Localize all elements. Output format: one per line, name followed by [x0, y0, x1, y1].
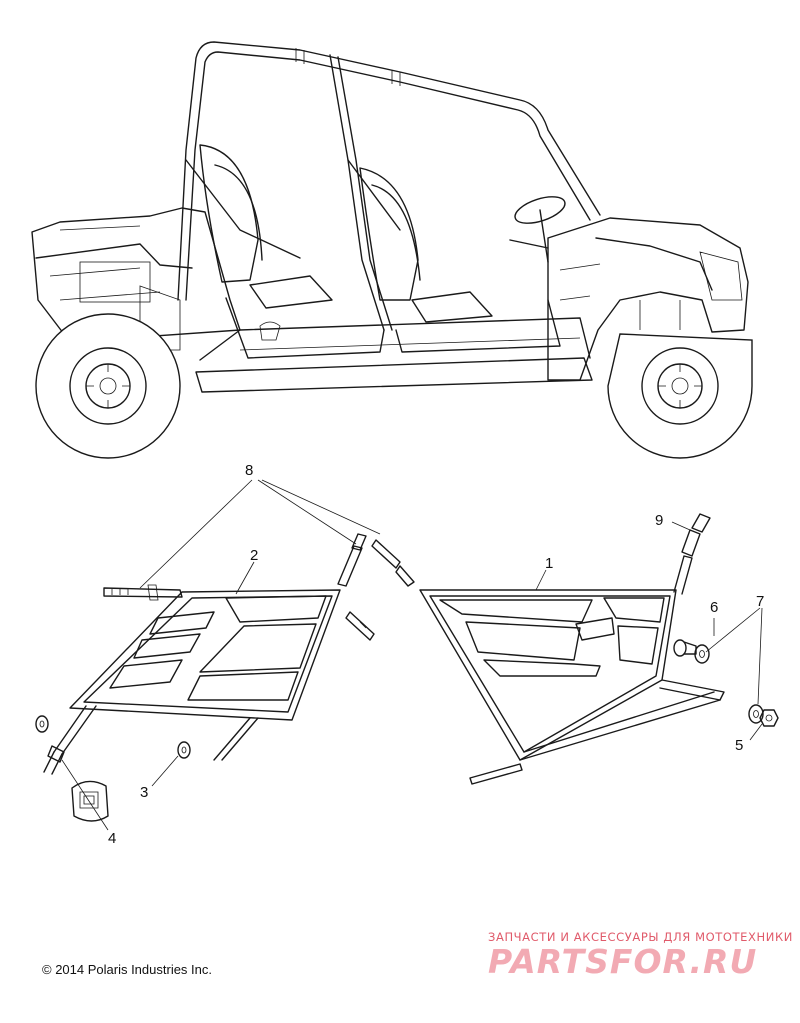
callout-8: 8 — [245, 462, 253, 479]
roll-cage — [177, 41, 601, 331]
washer-part-3 — [177, 741, 191, 759]
copyright-notice: © 2014 Polaris Industries Inc. — [42, 962, 212, 977]
door-right-part-1 — [419, 555, 725, 785]
callout-7: 7 — [756, 593, 764, 610]
door-latch-left — [345, 611, 375, 641]
door-left-part-2 — [43, 589, 341, 775]
buckle-part-9 — [681, 513, 711, 557]
seats — [199, 144, 493, 323]
rear-wheel — [35, 313, 181, 459]
callout-1: 1 — [545, 555, 553, 572]
nut-part-5 — [759, 709, 779, 727]
callout-9: 9 — [655, 512, 663, 529]
front-body — [547, 217, 749, 381]
watermark-logo: PARTSFOR.RU — [488, 942, 758, 981]
strap-buckles-8 — [337, 533, 415, 587]
chassis-floor — [195, 297, 593, 393]
callout-2: 2 — [250, 547, 258, 564]
callout-4: 4 — [108, 830, 116, 847]
callout-3: 3 — [140, 784, 148, 801]
front-wheel — [607, 333, 753, 459]
latch-part-4 — [47, 745, 109, 822]
watermark-tagline: ЗАПЧАСТИ И АКСЕССУАРЫ ДЛЯ МОТОТЕХНИКИ — [488, 930, 793, 944]
callout-5: 5 — [735, 737, 743, 754]
callout-6: 6 — [710, 599, 718, 616]
door-strap-left — [103, 584, 183, 601]
leader-lines — [61, 479, 763, 831]
washer-part-7 — [694, 644, 764, 724]
steering-wheel — [509, 196, 566, 263]
bolt-part-6 — [673, 639, 697, 657]
washer-left-top — [35, 715, 49, 733]
vehicle-illustration — [31, 41, 753, 459]
